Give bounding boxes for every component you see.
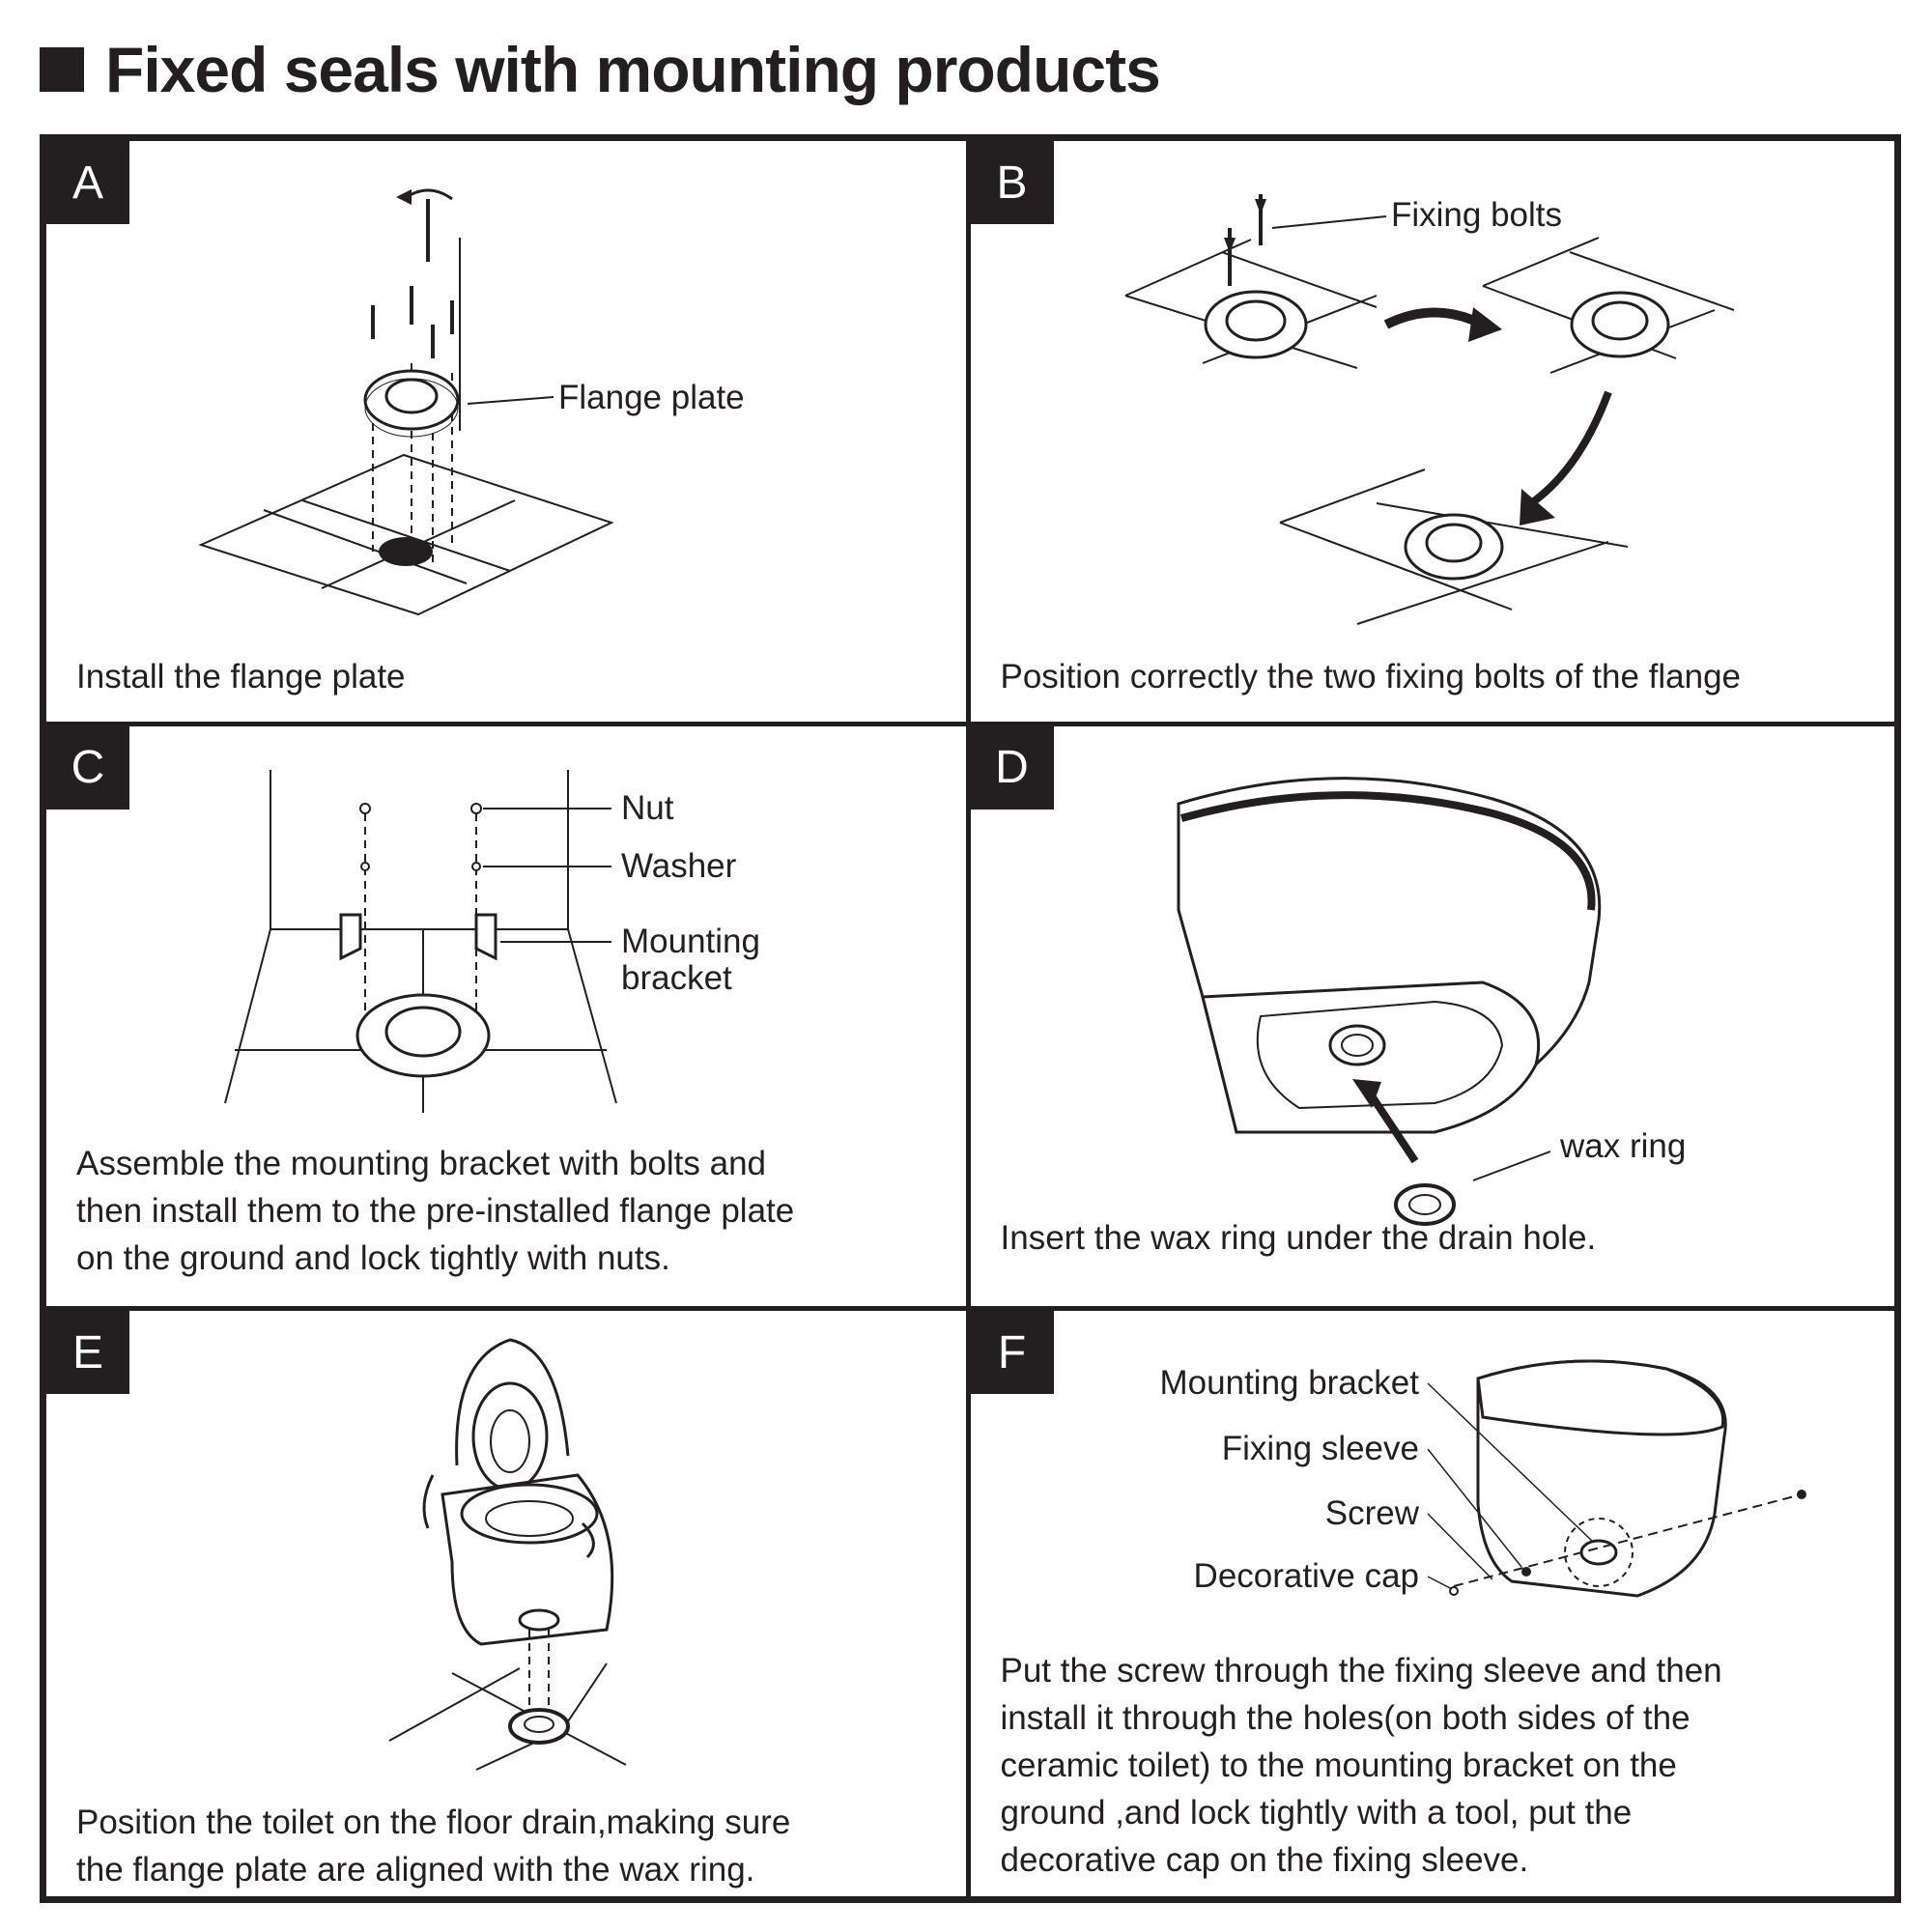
caption-b: Position correctly the two fixing bolts … [1000,658,1742,696]
step-badge-a: A [46,141,129,224]
panel-f: F Mounting bracket Fixing sleeve Screw D… [970,1311,1895,1896]
panel-d: D wax ring Insert the wax ring under the… [970,725,1894,1312]
page-heading: Fixed seals with mounting products [40,33,1161,106]
decorative-cap-label: Decorative cap [1193,1557,1418,1595]
step-badge-e: E [46,1311,129,1395]
caption-f-line-5: decorative cap on the fixing sleeve. [1000,1841,1529,1880]
caption-f-line-2: install it through the holes(on both sid… [1000,1699,1690,1738]
caption-d: Insert the wax ring under the drain hole… [1000,1218,1597,1257]
caption-c: Assemble the mounting bracket with bolts… [76,1140,794,1282]
caption-f-line-3: ceramic toilet) to the mounting bracket … [1000,1747,1677,1785]
caption-a: Install the flange plate [76,658,406,696]
fixing-bolts-illustration: Fixing bolts [1124,194,1734,625]
flange-plate-drawing [363,369,460,438]
mounting-bracket-label-1: Mounting [621,923,760,960]
step-badge-c: C [46,725,129,810]
page-title: Fixed seals with mounting products [105,34,1161,105]
flange-plate-label: Flange plate [558,379,745,416]
caption-c-line-1: Assemble the mounting bracket with bolts… [76,1144,766,1182]
panel-b: B Fixing bolts [970,141,1894,726]
instruction-grid: A [40,134,1901,1903]
fixing-sleeve-label: Fixing sleeve [1221,1430,1418,1467]
screw-label: Screw [1324,1494,1419,1532]
panel-e: E Position the toile [46,1311,971,1896]
wax-ring-label: wax ring [1559,1127,1686,1165]
caption-c-line-3: on the ground and lock tightly with nuts… [76,1238,670,1277]
nut-label: Nut [621,789,674,827]
caption-e-line-2: the flange plate are aligned with the wa… [76,1851,755,1889]
caption-f: Put the screw through the fixing sleeve … [1001,1647,1722,1884]
mounting-bracket-label: Mounting bracket [1159,1364,1419,1402]
bracket-assembly-illustration: Nut Washer Mounting bracket [224,769,760,1113]
caption-e: Position the toilet on the floor drain,m… [76,1799,790,1893]
mounting-bracket-label-2: bracket [621,959,732,997]
caption-e-line-1: Position the toilet on the floor drain,m… [76,1804,791,1842]
caption-f-line-4: ground ,and lock tightly with a tool, pu… [1000,1794,1633,1833]
washer-label: Washer [621,847,737,885]
fixing-bolts-label: Fixing bolts [1391,196,1562,234]
toilet-position-illustration [388,1338,627,1772]
wax-ring-illustration: wax ring [1177,776,1686,1226]
caption-c-line-2: then install them to the pre-installed f… [76,1191,795,1230]
step-badge-b: B [970,141,1054,224]
caption-f-line-1: Put the screw through the fixing sleeve … [1000,1652,1722,1690]
flange-install-illustration: Flange plate [198,188,745,616]
panel-c: C [46,725,971,1312]
step-badge-d: D [970,725,1054,810]
screw-sleeve-illustration: Mounting bracket Fixing sleeve Screw Dec… [1159,1359,1806,1598]
step-badge-f: F [970,1311,1054,1395]
panel-a: A [46,141,971,726]
heading-square-icon [40,47,84,92]
